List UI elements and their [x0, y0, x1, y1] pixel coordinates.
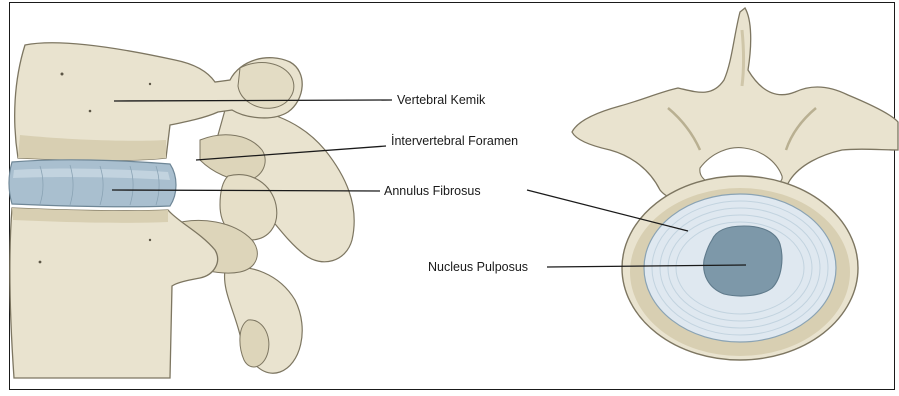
bone-pore [39, 261, 42, 264]
spinous-process-groove [742, 30, 744, 86]
label-intervertebral-foramen: İntervertebral Foramen [391, 134, 518, 148]
lateral-vertebra-view [9, 43, 354, 378]
axial-vertebra-view [572, 8, 898, 360]
bone-pore [89, 110, 92, 113]
label-vertebral-kemik: Vertebral Kemik [397, 93, 485, 107]
label-nucleus-pulposus: Nucleus Pulposus [428, 260, 528, 274]
bone-pore [61, 73, 64, 76]
bone-pore [149, 83, 151, 85]
nucleus-pulposus [704, 226, 782, 296]
bone-pore [149, 239, 151, 241]
lower-vertebral-body [10, 208, 218, 378]
label-annulus-fibrosus: Annulus Fibrosus [384, 184, 481, 198]
intervertebral-disc [9, 160, 176, 207]
